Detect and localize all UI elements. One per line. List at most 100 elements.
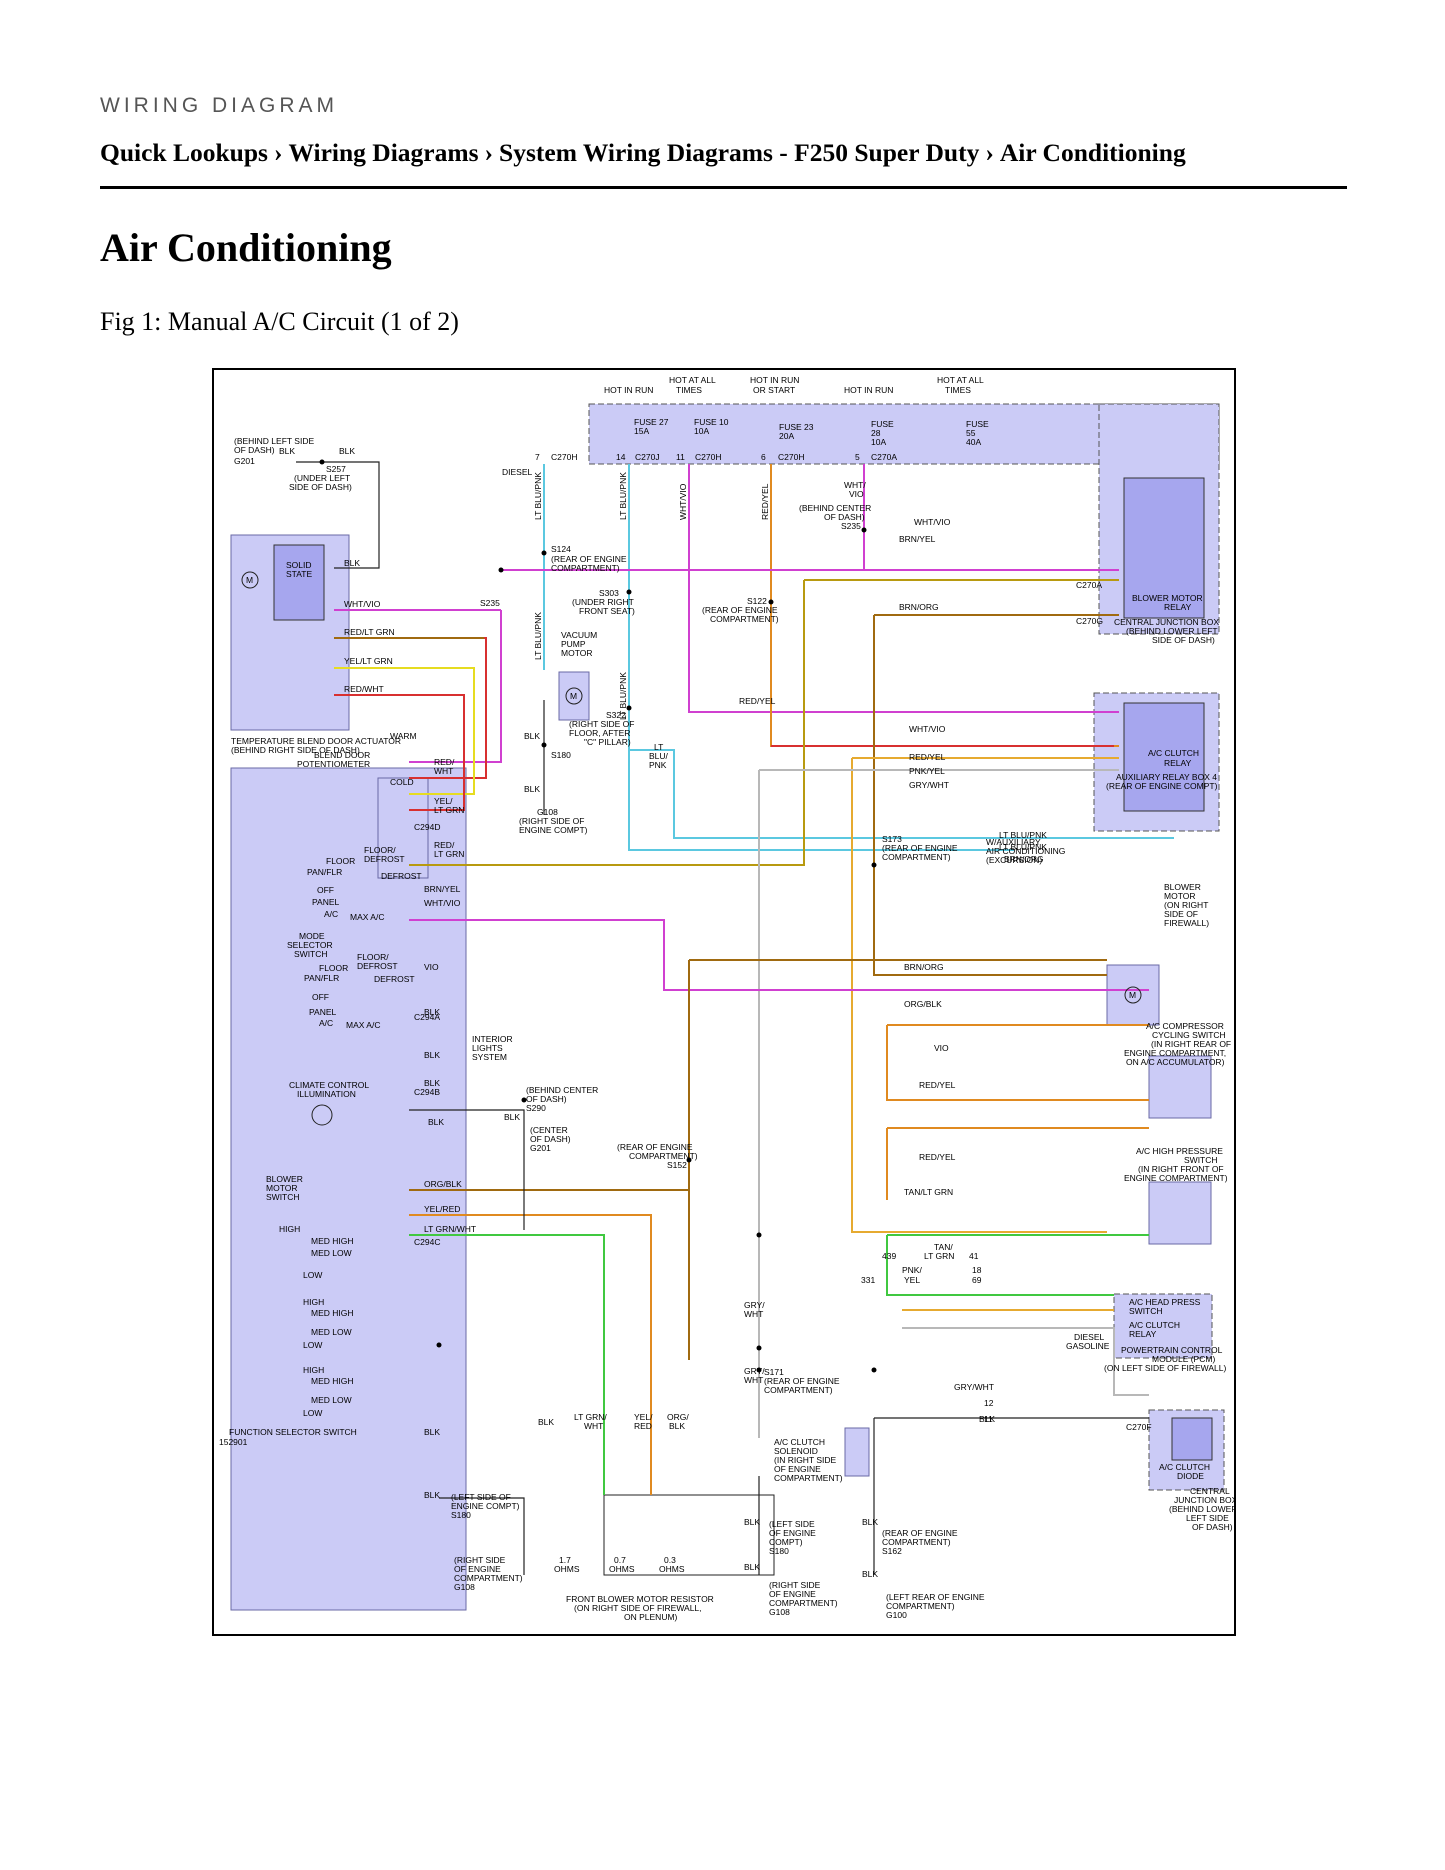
svg-text:(BEHIND LOWER: (BEHIND LOWER [1169,1504,1234,1514]
svg-text:C270F: C270F [1126,1422,1152,1432]
wire-blk-ground [296,461,380,569]
svg-text:15A: 15A [634,426,649,436]
wiring-diagram: M M M HOT IN RUN HOT AT ALL TIMES HOT IN… [212,368,1238,1636]
svg-text:(BEHIND LEFT SIDE: (BEHIND LEFT SIDE [234,436,314,446]
breadcrumb-system-wiring[interactable]: System Wiring Diagrams - F250 Super Duty [499,138,980,167]
ac-high-pressure-switch [1148,1181,1212,1245]
svg-text:C294D: C294D [414,822,440,832]
svg-text:(BEHIND CENTER: (BEHIND CENTER [526,1085,598,1095]
svg-text:(BEHIND RIGHT SIDE OF DASH): (BEHIND RIGHT SIDE OF DASH) [231,745,360,755]
svg-text:40A: 40A [966,437,981,447]
svg-text:WHT: WHT [744,1309,763,1319]
svg-text:WHT/: WHT/ [844,480,866,490]
wire-gry-wht-pcm [902,1327,1149,1396]
svg-text:G108: G108 [537,807,558,817]
svg-text:RED/YEL: RED/YEL [919,1152,956,1162]
svg-text:A/C: A/C [319,1018,333,1028]
svg-text:OHMS: OHMS [609,1564,635,1574]
header-divider [100,186,1347,189]
svg-text:SWITCH: SWITCH [266,1192,300,1202]
svg-text:(RIGHT SIDE OF: (RIGHT SIDE OF [519,816,585,826]
svg-text:RELAY: RELAY [1164,758,1192,768]
breadcrumb-wiring-diagrams[interactable]: Wiring Diagrams [288,138,479,167]
svg-text:FUSE 23: FUSE 23 [779,422,814,432]
wire-blk-s290 [409,1109,525,1230]
svg-text:ENGINE COMPT): ENGINE COMPT) [451,1501,520,1511]
svg-text:BLK: BLK [524,731,540,741]
svg-text:55: 55 [966,428,976,438]
svg-text:WHT: WHT [434,766,453,776]
svg-text:BLK: BLK [504,1112,520,1122]
svg-text:69: 69 [972,1275,982,1285]
svg-text:14: 14 [616,452,626,462]
svg-text:A/C CLUTCH: A/C CLUTCH [1148,748,1199,758]
svg-text:MED LOW: MED LOW [311,1395,352,1405]
svg-text:A/C CLUTCH: A/C CLUTCH [1159,1462,1210,1472]
svg-text:BLK: BLK [279,446,295,456]
svg-text:C270A: C270A [871,452,897,462]
svg-text:FLOOR: FLOOR [319,963,348,973]
svg-text:(REAR OF ENGINE: (REAR OF ENGINE [882,1528,958,1538]
svg-text:G108: G108 [454,1582,475,1592]
svg-text:ENGINE COMPARTMENT,: ENGINE COMPARTMENT, [1124,1048,1226,1058]
svg-text:S290: S290 [526,1103,546,1113]
svg-text:W/AUXILIARY: W/AUXILIARY [986,837,1041,847]
svg-text:FLOOR/: FLOOR/ [364,845,396,855]
ac-clutch-diode [1171,1417,1213,1461]
svg-text:COMPARTMENT): COMPARTMENT) [454,1573,523,1583]
svg-text:HOT IN RUN: HOT IN RUN [844,385,893,395]
svg-text:MOTOR: MOTOR [1164,891,1195,901]
svg-text:BLEND DOOR: BLEND DOOR [314,750,370,760]
svg-text:S257: S257 [326,464,346,474]
svg-text:JUNCTION BOX: JUNCTION BOX [1174,1495,1234,1505]
svg-text:C294B: C294B [414,1087,440,1097]
svg-text:COMPARTMENT): COMPARTMENT) [629,1151,698,1161]
svg-text:MOTOR: MOTOR [561,648,592,658]
section-kicker: WIRING DIAGRAM [100,94,338,117]
svg-text:MED HIGH: MED HIGH [311,1236,354,1246]
svg-text:331: 331 [861,1275,875,1285]
svg-text:S180: S180 [769,1546,789,1556]
wire-pnk-yel [851,757,1119,1233]
vacuum-pump-motor [558,671,590,721]
svg-text:A/C CLUTCH: A/C CLUTCH [774,1437,825,1447]
svg-text:YEL/: YEL/ [634,1412,653,1422]
svg-text:RED/WHT: RED/WHT [344,684,384,694]
svg-text:(REAR OF ENGINE: (REAR OF ENGINE [702,605,778,615]
svg-text:A/C COMPRESSOR: A/C COMPRESSOR [1146,1021,1224,1031]
svg-text:SIDE OF DASH): SIDE OF DASH) [1152,635,1215,645]
svg-text:FLOOR, AFTER: FLOOR, AFTER [569,728,630,738]
wire-red-yel-2 [886,1024,1149,1101]
svg-text:YEL: YEL [904,1275,920,1285]
svg-text:HIGH: HIGH [303,1297,324,1307]
svg-text:OF DASH): OF DASH) [1192,1522,1233,1532]
svg-text:PANEL: PANEL [312,897,340,907]
svg-text:BLU/: BLU/ [649,751,669,761]
svg-text:BLK: BLK [424,1007,440,1017]
svg-text:7: 7 [535,452,540,462]
wire-wht-vio-top [501,464,1119,571]
svg-text:PNK/YEL: PNK/YEL [909,766,945,776]
splice-points [319,459,877,1373]
svg-text:0.3: 0.3 [664,1555,676,1565]
svg-text:MODE: MODE [299,931,325,941]
svg-text:COMPARTMENT): COMPARTMENT) [764,1385,833,1395]
breadcrumb-air-conditioning[interactable]: Air Conditioning [999,138,1186,167]
svg-text:BLK: BLK [524,784,540,794]
breadcrumb-quick-lookups[interactable]: Quick Lookups [100,138,268,167]
svg-text:0.7: 0.7 [614,1555,626,1565]
svg-text:(LEFT SIDE OF: (LEFT SIDE OF [451,1492,511,1502]
svg-text:MED HIGH: MED HIGH [311,1308,354,1318]
svg-text:C270H: C270H [695,452,721,462]
svg-text:BLK: BLK [669,1421,685,1431]
svg-text:COMPARTMENT): COMPARTMENT) [886,1601,955,1611]
svg-text:A/C CLUTCH: A/C CLUTCH [1129,1320,1180,1330]
svg-text:(IN RIGHT REAR OF: (IN RIGHT REAR OF [1151,1039,1231,1049]
svg-text:BLOWER: BLOWER [266,1174,303,1184]
svg-text:SOLENOID: SOLENOID [774,1446,818,1456]
svg-text:SELECTOR: SELECTOR [287,940,333,950]
wire-traces [296,461,1174,1575]
svg-text:RED/YEL: RED/YEL [760,483,770,520]
blower-motor-relay [1123,477,1205,619]
svg-text:LT GRN/: LT GRN/ [574,1412,607,1422]
